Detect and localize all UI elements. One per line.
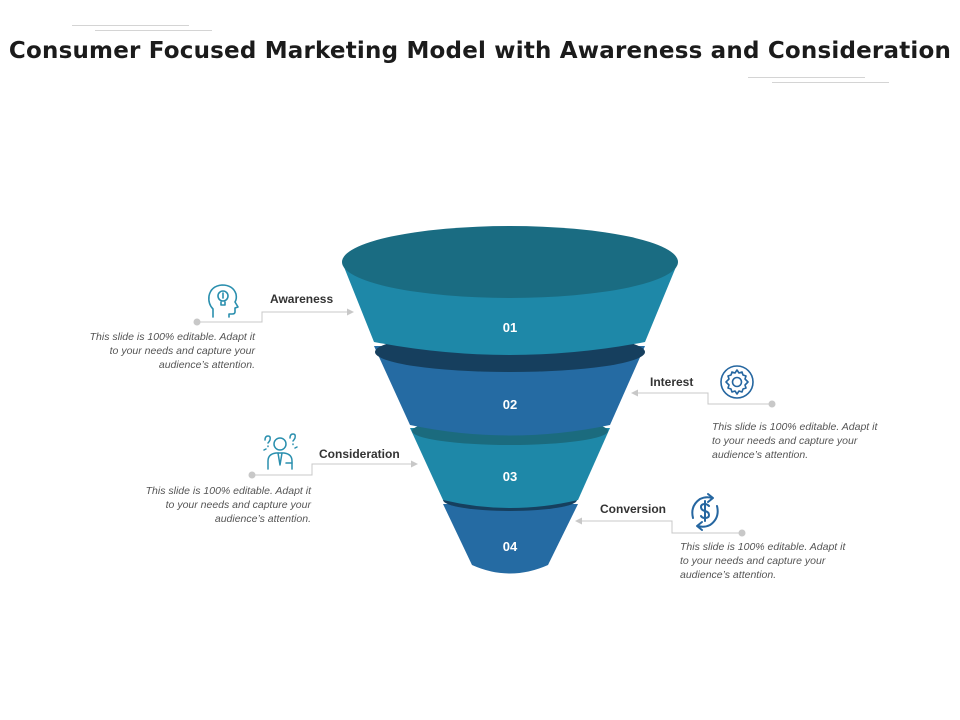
conversion-connector-dot	[738, 529, 746, 537]
decorative-line	[772, 82, 889, 83]
head-lightbulb-icon	[208, 284, 239, 318]
gear-icon	[720, 365, 754, 399]
decorative-line	[72, 25, 189, 26]
funnel-stage-4	[443, 504, 578, 574]
funnel-stage-3	[410, 428, 610, 508]
stage-number-2: 02	[502, 397, 518, 412]
consideration-description: This slide is 100% editable. Adapt it to…	[145, 485, 311, 525]
stage-number-3: 03	[502, 469, 518, 484]
awareness-label: Awareness	[270, 292, 334, 306]
consideration-label: Consideration	[319, 447, 400, 461]
page-title: Consumer Focused Marketing Model with Aw…	[8, 38, 952, 64]
conversion-description: This slide is 100% editable. Adapt it to…	[680, 541, 846, 581]
conversion-connector	[580, 520, 742, 534]
interest-connector	[636, 392, 772, 405]
interest-connector-arrow	[631, 389, 638, 397]
conversion-label: Conversion	[600, 502, 667, 516]
stage-number-4: 04	[502, 539, 518, 554]
decorative-line	[95, 30, 212, 31]
dollar-cycle-icon	[691, 493, 719, 531]
awareness-connector-dot	[193, 318, 201, 326]
funnel-top	[342, 226, 678, 298]
interest-connector-dot	[768, 400, 776, 408]
awareness-connector-arrow	[347, 308, 354, 316]
awareness-description: This slide is 100% editable. Adapt it to…	[89, 331, 255, 371]
interest-description: This slide is 100% editable. Adapt it to…	[712, 421, 878, 461]
consideration-connector	[252, 463, 414, 476]
stage-number-1: 01	[502, 320, 518, 335]
consideration-connector-dot	[248, 471, 256, 479]
thinking-person-icon	[263, 433, 298, 470]
interest-label: Interest	[650, 375, 694, 389]
conversion-connector-arrow	[575, 517, 582, 525]
decorative-line	[748, 77, 865, 78]
awareness-connector	[197, 311, 350, 323]
consideration-connector-arrow	[411, 460, 418, 468]
